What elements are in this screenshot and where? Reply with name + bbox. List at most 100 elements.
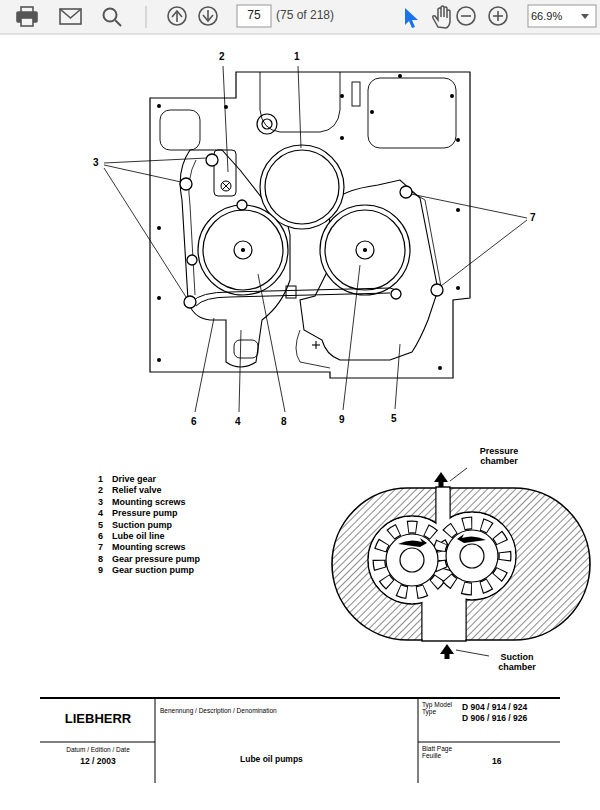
legend-number: 6 — [98, 532, 103, 542]
pressure-pump-gear-part — [203, 210, 283, 290]
leader-lines-part — [258, 274, 285, 412]
legend-number: 8 — [98, 555, 103, 565]
relief-valve-part — [222, 182, 230, 190]
callout-number: 1 — [294, 51, 300, 62]
viewer-toolbar-part — [457, 7, 507, 25]
viewer-toolbar-part-part — [207, 10, 209, 21]
suction-pump-gear — [320, 205, 410, 295]
leader-lines-part — [239, 330, 241, 412]
pump-cross-section-part-part — [446, 530, 498, 582]
pump-cross-section-part-part — [437, 489, 450, 529]
mounting-screws-part — [180, 178, 192, 190]
pump-cross-section-part — [332, 488, 590, 640]
model-value: D 906 / 916 / 926 — [462, 714, 527, 723]
title-block — [40, 698, 560, 783]
title-block-part — [40, 742, 155, 743]
leader-lines — [104, 66, 527, 412]
field-caption: Benennung / Description / Denomination — [160, 707, 277, 714]
date-value: 12 / 2003 — [42, 757, 154, 766]
engine-housing-part — [160, 110, 200, 150]
legend-number: 7 — [98, 543, 103, 553]
viewer-toolbar-part-part — [60, 9, 81, 24]
model-value: D 904 / 914 / 924 — [462, 703, 527, 712]
pump-cross-section-part-part — [439, 481, 444, 487]
relief-valve-part — [221, 181, 231, 191]
legend-text: Pressure pump — [112, 509, 178, 519]
leader-lines-part — [298, 66, 301, 148]
mounting-screws-part — [187, 255, 197, 265]
pump-cross-section-part — [368, 487, 516, 641]
leader-lines-part — [411, 194, 527, 218]
housing-bolts-part — [340, 136, 344, 140]
viewer-toolbar-part-part — [497, 11, 499, 21]
callout-number: 2 — [219, 51, 225, 62]
suction-pump-gear-part — [364, 249, 367, 252]
callout-number: 8 — [281, 416, 287, 427]
callout-number: 7 — [530, 212, 536, 223]
viewer-toolbar-part-part — [176, 11, 178, 22]
pump-cross-section-part-part — [422, 585, 466, 641]
legend-text: Lube oil line — [112, 532, 165, 542]
callout-number: 6 — [191, 416, 197, 427]
suction-pump-gear-part — [320, 205, 410, 295]
leader-lines-part — [195, 318, 214, 412]
callout-number: 5 — [391, 413, 397, 424]
pump-cross-section-part — [434, 472, 454, 659]
engine-housing-part — [257, 114, 277, 134]
housing-bolts-part — [157, 358, 161, 362]
legend-text: Drive gear — [112, 475, 156, 485]
viewer-toolbar-part — [104, 9, 122, 27]
pump-cross-section-part-part — [379, 527, 445, 593]
viewer-toolbar-part-part — [168, 7, 186, 25]
housing-bolts-part — [398, 74, 402, 78]
drive-gear-part — [265, 150, 339, 224]
housing-bolts-part — [157, 296, 161, 300]
mounting-screws — [180, 154, 443, 308]
housing-bolts-part — [370, 110, 374, 114]
leader-lines-part — [104, 168, 186, 297]
suction-pump-gear-part — [325, 210, 405, 290]
viewer-toolbar-part-part — [115, 20, 121, 26]
engine-housing-part — [352, 82, 360, 106]
legend-text: Relief valve — [112, 486, 162, 496]
leader-lines-part — [395, 344, 400, 409]
pressure-pump-gear-part — [198, 205, 288, 295]
mounting-screws-part — [400, 186, 412, 198]
housing-bolts-part — [340, 94, 344, 98]
engine-housing — [150, 72, 470, 378]
housing-bolts-part — [456, 208, 460, 212]
pressure-pump-housing-part — [234, 340, 258, 358]
callout-number: 3 — [93, 157, 99, 168]
pump-cross-section-part — [379, 523, 505, 593]
pump-cross-section-part-part — [440, 644, 454, 654]
viewer-toolbar-part — [60, 9, 81, 24]
viewer-toolbar-part — [581, 14, 589, 19]
legend-text: Mounting screws — [112, 498, 186, 508]
engine-housing-part — [262, 119, 272, 129]
viewer-toolbar — [0, 0, 600, 34]
chamber-label: Suction chamber — [490, 653, 544, 673]
leader-lines-part — [441, 220, 527, 286]
viewer-toolbar-part — [0, 34, 600, 35]
legend-number: 4 — [98, 509, 103, 519]
field-caption: Typ Model Type — [422, 702, 452, 716]
pump-cross-section-part-part — [457, 534, 486, 543]
lube-oil-line-part — [196, 293, 390, 306]
suction-pump-housing-part — [296, 330, 330, 368]
lube-oil-line — [192, 286, 398, 306]
pump-cross-section-part — [456, 650, 489, 656]
leader-lines-part — [343, 265, 360, 410]
leader-lines-part — [104, 158, 207, 163]
viewer-toolbar-part — [17, 7, 37, 26]
viewer-toolbar-part — [433, 6, 450, 28]
page-count: (75 of 218) — [276, 9, 334, 22]
pump-cross-section — [332, 468, 590, 659]
suction-pump-gear-part — [356, 241, 374, 259]
leader-lines-part — [223, 66, 228, 172]
housing-bolts-part — [456, 138, 460, 142]
viewer-toolbar-part-part — [461, 15, 471, 17]
title-block-part — [418, 698, 419, 783]
pump-cross-section-part — [386, 530, 498, 586]
